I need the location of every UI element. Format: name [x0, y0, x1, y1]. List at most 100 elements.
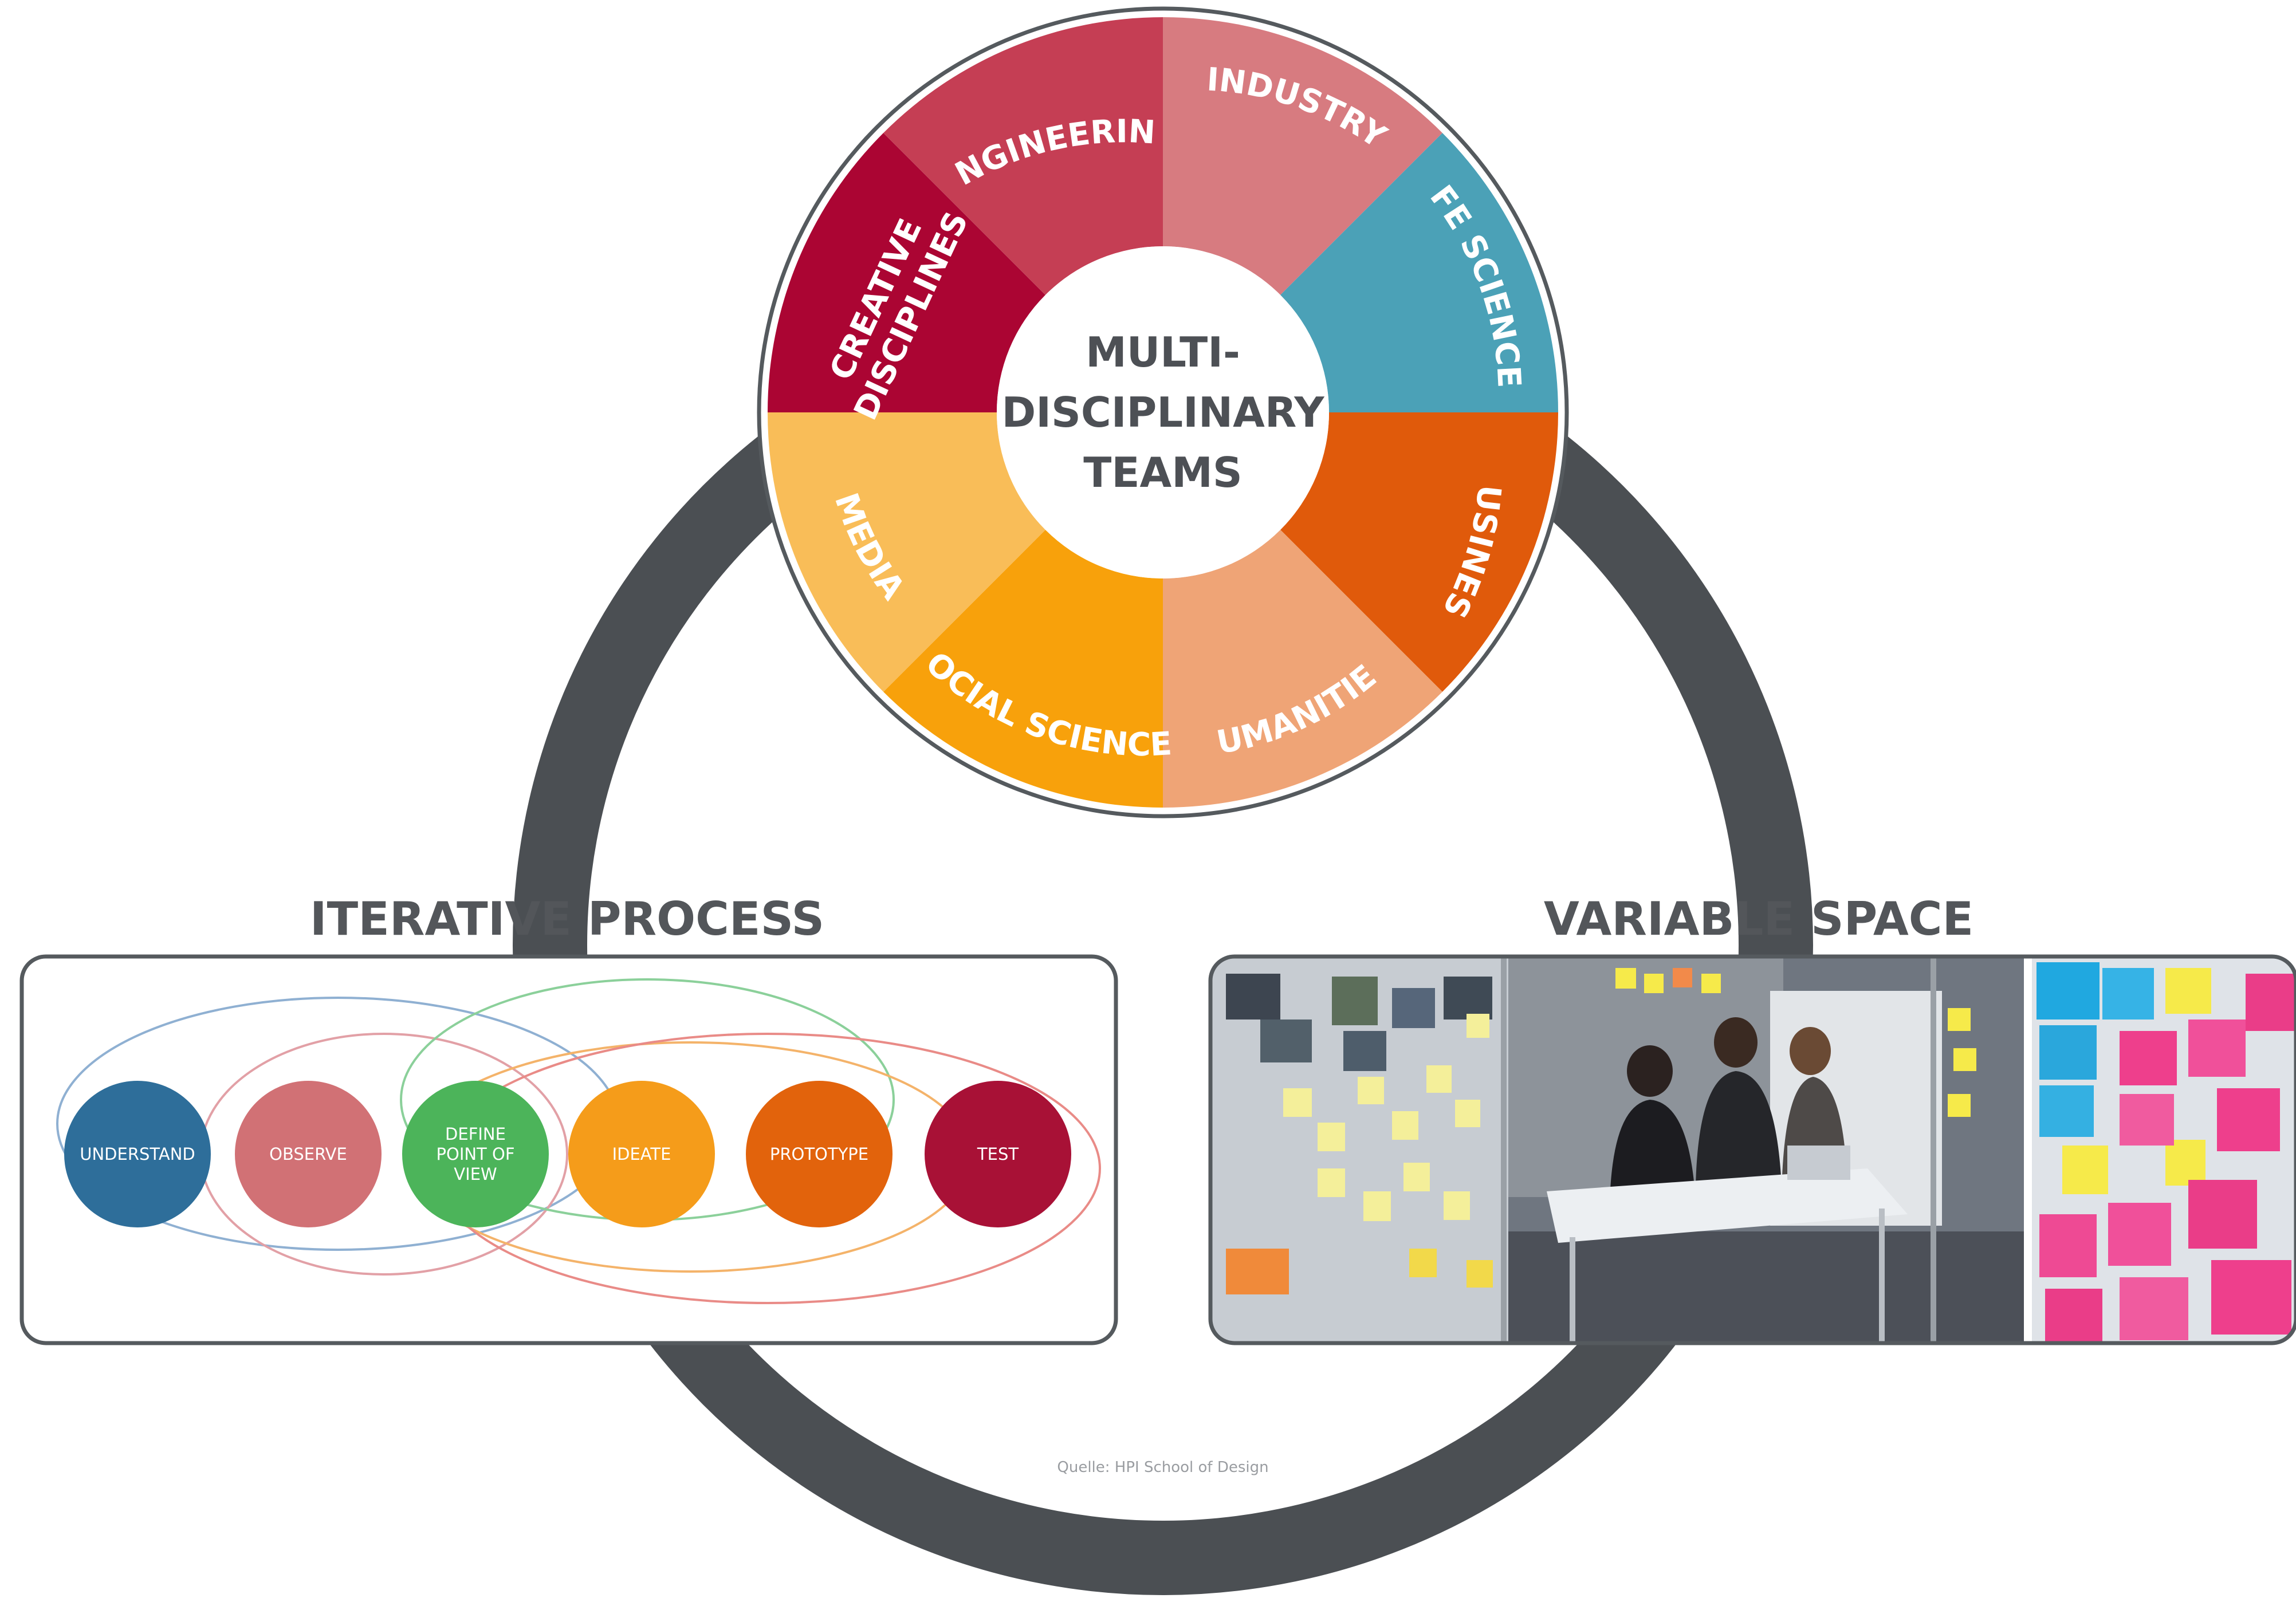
laptop [1787, 1146, 1850, 1180]
photo-right-panel [2024, 957, 2032, 1343]
photo-frame-pole-1 [1501, 957, 1507, 1343]
sticky-note [1226, 1249, 1289, 1294]
sticky-note-pink [2045, 1289, 2102, 1343]
sticky-note [1358, 1077, 1384, 1104]
sticky-note [1392, 1111, 1418, 1140]
sticky-note [1426, 1065, 1452, 1093]
person-body [1610, 1100, 1696, 1203]
process-steps: UNDERSTAND OBSERVE DEFINE POINT OF VIEW … [64, 1081, 1071, 1227]
sticky-note-pink [2120, 1277, 2188, 1340]
step-define-label-line-3: VIEW [454, 1164, 497, 1184]
sticky-note-pink [2108, 1203, 2171, 1266]
table-top [1547, 1168, 1908, 1243]
sticky-note [1673, 968, 1692, 987]
step-define-label-line-2: POINT OF [437, 1144, 515, 1164]
variable-space-panel [1208, 954, 2296, 1345]
pinned-image [1343, 1031, 1386, 1071]
wheel-segment-industry [1280, 133, 1558, 412]
step-test-label: TEST [977, 1144, 1019, 1164]
step-ideate-circle [568, 1081, 715, 1227]
photo-table [1547, 1146, 1908, 1343]
step-understand[interactable]: UNDERSTAND [64, 1081, 211, 1227]
pinned-image [1260, 1020, 1312, 1062]
sticky-note [1444, 1191, 1470, 1220]
sticky-note-yellow [2165, 968, 2211, 1014]
pinned-image [1444, 977, 1492, 1020]
sticky-note [1455, 1100, 1480, 1127]
wheel-center-title-line-3: TEAMS [1083, 448, 1243, 497]
sticky-note-blue [2102, 968, 2154, 1020]
sticky-note-pink [2120, 1094, 2174, 1146]
wheel-center [997, 246, 1329, 578]
wheel-segment-media [768, 133, 1045, 412]
step-test-circle [925, 1081, 1071, 1227]
photo-pinned-images [1226, 974, 1492, 1071]
photo-sticky-notes-right [2036, 962, 2296, 1343]
photo-sticky-notes-back [1615, 968, 1976, 1117]
person-head [1790, 1027, 1831, 1075]
sticky-note [1467, 1260, 1493, 1288]
sticky-note [1363, 1191, 1391, 1221]
variable-space-title: VARIABLE SPACE [1544, 892, 1973, 946]
sticky-note [1467, 1014, 1489, 1038]
step-ideate-label: IDEATE [612, 1144, 671, 1164]
step-observe[interactable]: OBSERVE [235, 1081, 382, 1227]
wheel-center-title: MULTI- DISCIPLINARY TEAMS [1001, 328, 1324, 497]
sticky-note-yellow [2165, 1140, 2205, 1186]
person-head [1714, 1017, 1758, 1068]
sticky-note-pink [2039, 1214, 2097, 1277]
wheel-segment-business [1163, 530, 1442, 808]
sticky-note [1948, 1094, 1971, 1117]
wheel-center-title-line-1: MULTI- [1086, 328, 1240, 376]
sticky-note-pink [2217, 1088, 2280, 1151]
step-define-point-of-view[interactable]: DEFINE POINT OF VIEW [402, 1081, 549, 1227]
sticky-note-pink [2188, 1180, 2257, 1249]
sticky-note-blue [2039, 1085, 2094, 1137]
table-leg [1570, 1237, 1575, 1343]
variable-space-photo [1210, 957, 2296, 1343]
step-prototype[interactable]: PROTOTYPE [746, 1081, 893, 1227]
teams-wheel: MULTI- DISCIPLINARY TEAMS ENGINEERING IN… [0, 0, 1569, 818]
sticky-note [1953, 1048, 1976, 1071]
step-define-circle [402, 1081, 549, 1227]
wheel-segment-engineering [1163, 17, 1442, 295]
step-prototype-circle [746, 1081, 893, 1227]
sticky-note [1948, 1008, 1971, 1031]
wheel-segment-social-sciences [768, 412, 1045, 692]
table-leg [1879, 1209, 1885, 1343]
pinned-image [1332, 977, 1378, 1025]
sticky-note [1318, 1168, 1345, 1197]
sticky-note-pink [2188, 1020, 2246, 1077]
person-body [1696, 1071, 1782, 1186]
sticky-note [1403, 1163, 1430, 1191]
sticky-note [1644, 974, 1664, 993]
sticky-note [1318, 1123, 1345, 1151]
sticky-note [1409, 1249, 1437, 1277]
person-head [1627, 1045, 1673, 1097]
wheel-segment-creative-disciplines [883, 17, 1163, 295]
step-define-label-line-1: DEFINE [445, 1124, 506, 1144]
step-observe-circle [235, 1081, 382, 1227]
sticky-note [1283, 1088, 1312, 1117]
wheel-center-title-line-2: DISCIPLINARY [1001, 388, 1324, 436]
photo-sticky-notes-left [1226, 1014, 1493, 1294]
source-caption: Quelle: HPI School of Design [1057, 1459, 1268, 1476]
wheel-segment-life-sciences [1280, 412, 1558, 692]
sticky-note-blue [2036, 962, 2100, 1020]
step-observe-label: OBSERVE [269, 1144, 347, 1164]
wheel-segments [768, 17, 1558, 808]
sticky-note-blue [2039, 1025, 2097, 1080]
iterative-process-title: ITERATIVE PROCESS [310, 892, 824, 946]
sticky-note [1701, 974, 1721, 993]
step-ideate[interactable]: IDEATE [568, 1081, 715, 1227]
photo-frame-pole-2 [1931, 957, 1936, 1343]
step-prototype-label: PROTOTYPE [770, 1144, 868, 1164]
sticky-note-pink [2120, 1031, 2177, 1085]
sticky-note [1615, 968, 1636, 989]
wheel-segment-humanities [883, 530, 1163, 808]
step-test[interactable]: TEST [925, 1081, 1071, 1227]
step-understand-circle [64, 1081, 211, 1227]
pinned-image [1226, 974, 1280, 1020]
sticky-note-pink [2211, 1260, 2291, 1335]
